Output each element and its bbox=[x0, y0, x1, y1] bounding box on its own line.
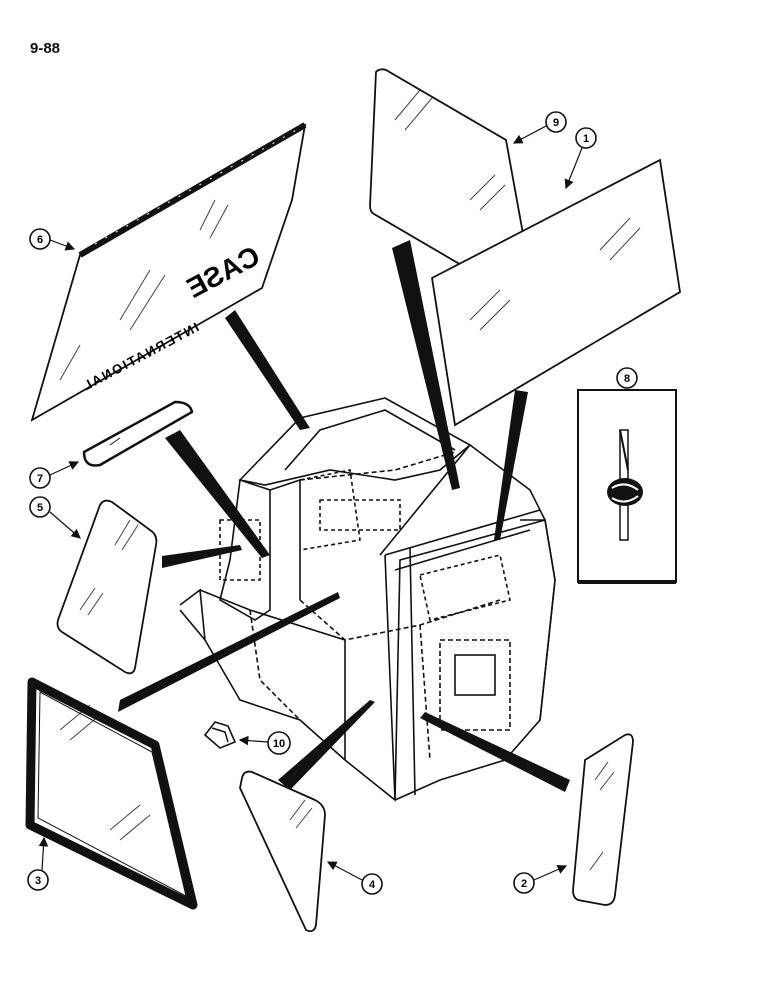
wedge-1 bbox=[494, 390, 528, 540]
callout-1: 1 bbox=[564, 127, 597, 190]
wedge-7 bbox=[165, 430, 270, 558]
page-number: 9-88 bbox=[30, 40, 61, 57]
callout-3-label: 3 bbox=[35, 875, 41, 887]
wedge-3 bbox=[118, 592, 340, 712]
callout-7: 7 bbox=[29, 461, 80, 489]
callout-6: 6 bbox=[29, 228, 76, 251]
wedge-6 bbox=[225, 310, 310, 430]
small-roof-glass[interactable] bbox=[82, 400, 194, 467]
callout-9-label: 9 bbox=[553, 117, 559, 129]
wedge-2 bbox=[420, 712, 570, 792]
callout-5-label: 5 bbox=[37, 502, 43, 514]
retainer-clip[interactable] bbox=[203, 721, 237, 749]
lower-door-glass[interactable] bbox=[239, 770, 326, 933]
callout-10-label: 10 bbox=[273, 738, 285, 750]
callout-5: 5 bbox=[29, 496, 81, 539]
callout-8: 8 bbox=[616, 367, 638, 389]
seal-detail-inset bbox=[577, 389, 677, 584]
side-window-glass[interactable] bbox=[56, 499, 158, 675]
callout-2: 2 bbox=[513, 864, 568, 894]
framed-door-glass[interactable] bbox=[25, 677, 198, 910]
callout-8-label: 8 bbox=[624, 373, 630, 385]
callout-9: 9 bbox=[512, 111, 567, 144]
wedge-5 bbox=[162, 545, 242, 568]
callout-7-label: 7 bbox=[37, 473, 43, 485]
callout-6-label: 6 bbox=[37, 234, 43, 246]
wedge-9 bbox=[392, 240, 460, 490]
callout-4: 4 bbox=[326, 861, 383, 895]
cab-frame bbox=[179, 397, 556, 802]
callout-2-label: 2 bbox=[521, 878, 527, 890]
rear-quarter-glass[interactable] bbox=[572, 733, 634, 906]
callout-4-label: 4 bbox=[369, 879, 376, 891]
callout-3: 3 bbox=[27, 836, 49, 891]
callout-10: 10 bbox=[238, 731, 291, 755]
wedge-4 bbox=[278, 700, 375, 790]
callout-1-label: 1 bbox=[583, 133, 589, 145]
leader-wedges bbox=[118, 240, 570, 792]
rear-window-glass[interactable] bbox=[431, 158, 681, 427]
